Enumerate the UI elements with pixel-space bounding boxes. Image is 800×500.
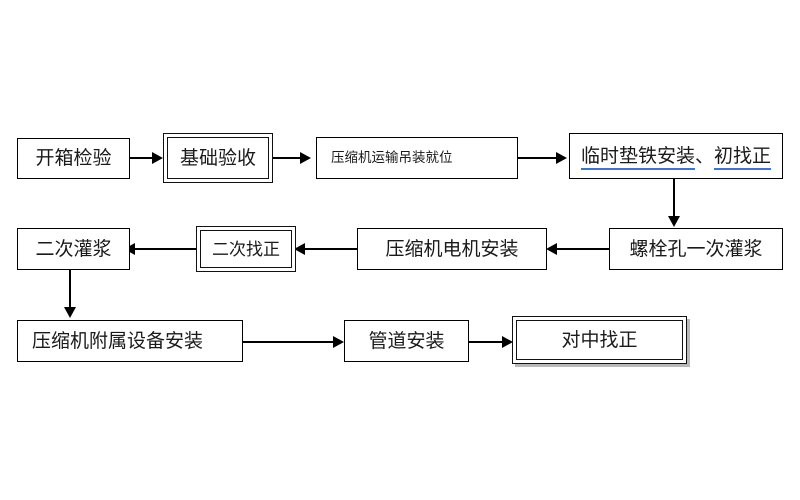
node-label-group: 临时垫铁安装、初找正 [577, 145, 775, 170]
node-inner-frame: 对中找正 [516, 320, 683, 360]
node-label-part-2: 初找正 [714, 145, 772, 170]
node-foundation-acceptance[interactable]: 基础验收 [163, 133, 273, 183]
arrow-n10-to-n11-head [502, 336, 513, 348]
node-label: 压缩机运输吊装就位 [331, 150, 453, 166]
node-label: 开箱检验 [35, 148, 112, 169]
arrow-n4-to-n5-line [673, 179, 675, 221]
node-label: 压缩机附属设备安装 [32, 330, 204, 352]
arrow-n6-to-n7-line [303, 248, 357, 250]
node-pipeline-install[interactable]: 管道安装 [344, 320, 469, 362]
node-compressor-transport-hoisting[interactable]: 压缩机运输吊装就位 [316, 137, 518, 179]
arrow-n2-to-n3-line [273, 157, 303, 159]
node-inner-frame: 基础验收 [167, 137, 269, 179]
node-compressor-motor-install[interactable]: 压缩机电机安装 [357, 228, 547, 270]
arrow-n5-to-n6-head [546, 243, 557, 255]
arrow-n8-to-n9-line [69, 270, 71, 312]
node-label: 基础验收 [179, 147, 256, 169]
arrow-n4-to-n5-head [668, 216, 680, 227]
node-secondary-alignment[interactable]: 二次找正 [196, 226, 296, 272]
arrow-n2-to-n3-head [300, 152, 311, 164]
arrow-n7-to-n8-line [132, 248, 196, 250]
arrow-n9-to-n10-line [243, 341, 339, 343]
node-label: 对中找正 [561, 329, 638, 351]
arrow-n1-to-n2-line [130, 157, 154, 159]
node-label: 二次找正 [212, 239, 280, 259]
node-label: 压缩机电机安装 [385, 238, 519, 260]
node-label: 螺栓孔一次灌浆 [629, 238, 763, 260]
arrow-n3-to-n4-head [556, 152, 567, 164]
node-label-separator: 、 [694, 145, 714, 167]
node-centering-alignment[interactable]: 对中找正 [512, 316, 687, 364]
node-temp-shim-install-initial-alignment[interactable]: 临时垫铁安装、初找正 [569, 133, 783, 179]
node-label-part-1: 临时垫铁安装 [580, 145, 695, 170]
node-compressor-auxiliary-equipment-install[interactable]: 压缩机附属设备安装 [17, 320, 243, 362]
arrow-n9-to-n10-head [333, 336, 344, 348]
node-bolt-hole-primary-grouting[interactable]: 螺栓孔一次灌浆 [609, 228, 783, 270]
node-unpacking-inspection[interactable]: 开箱检验 [17, 138, 130, 179]
arrow-n8-to-n9-head [64, 307, 76, 318]
arrow-n10-to-n11-line [469, 341, 508, 343]
arrow-n1-to-n2-head [152, 152, 163, 164]
arrow-n6-to-n7-head [294, 243, 305, 255]
node-label: 管道安装 [368, 330, 445, 352]
node-label: 二次灌浆 [35, 238, 112, 260]
arrow-n5-to-n6-line [556, 248, 609, 250]
node-inner-frame: 二次找正 [200, 230, 292, 268]
arrow-n3-to-n4-line [518, 157, 562, 159]
node-secondary-grouting[interactable]: 二次灌浆 [17, 228, 130, 270]
